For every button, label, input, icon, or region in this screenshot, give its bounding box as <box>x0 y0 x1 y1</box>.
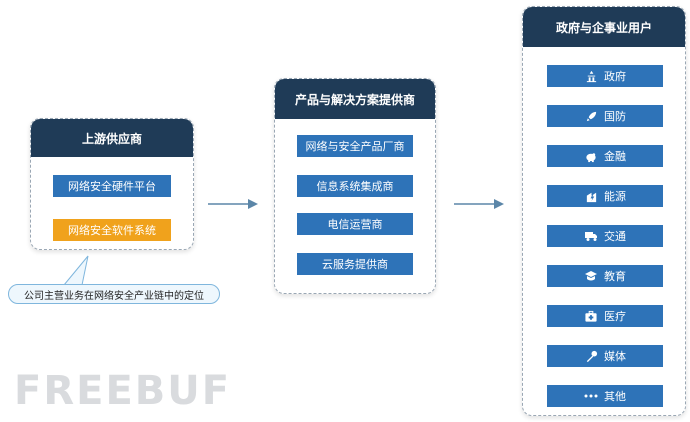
sector-label: 媒体 <box>604 351 626 363</box>
sector-healthcare: 医疗 <box>547 305 663 327</box>
government-icon <box>584 69 598 83</box>
sector-other: 其他 <box>547 385 663 407</box>
products-item-security-vendors: 网络与安全产品厂商 <box>297 135 413 157</box>
products-solutions-card: 产品与解决方案提供商 网络与安全产品厂商 信息系统集成商 电信运营商 云服务提供… <box>274 78 436 294</box>
sector-education: 教育 <box>547 265 663 287</box>
sector-label: 能源 <box>604 191 626 203</box>
freebuf-watermark: FREEBUF <box>14 368 232 414</box>
sector-label: 医疗 <box>604 311 626 323</box>
sector-label: 其他 <box>604 391 626 403</box>
piggy-bank-icon <box>584 149 598 163</box>
sector-label: 政府 <box>604 71 626 83</box>
flow-arrow-products-to-customers <box>454 199 504 209</box>
microphone-icon <box>584 349 598 363</box>
products-solutions-title: 产品与解决方案提供商 <box>275 79 435 119</box>
upstream-item-software-system: 网络安全软件系统 <box>53 219 171 241</box>
sector-label: 金融 <box>604 151 626 163</box>
callout-pointer <box>62 255 89 286</box>
truck-icon <box>584 229 598 243</box>
sector-label: 教育 <box>604 271 626 283</box>
callout-bubble: 公司主营业务在网络安全产业链中的定位 <box>8 284 220 304</box>
upstream-suppliers-title: 上游供应商 <box>31 119 193 157</box>
sector-label: 交通 <box>604 231 626 243</box>
sector-energy: 能源 <box>547 185 663 207</box>
products-item-cloud-providers: 云服务提供商 <box>297 253 413 275</box>
products-item-telecom-operators: 电信运营商 <box>297 213 413 235</box>
sector-finance: 金融 <box>547 145 663 167</box>
ellipsis-icon <box>584 389 598 403</box>
customers-title: 政府与企事业用户 <box>523 7 685 47</box>
products-item-system-integrators: 信息系统集成商 <box>297 175 413 197</box>
sector-defense: 国防 <box>547 105 663 127</box>
rocket-icon <box>584 109 598 123</box>
upstream-item-hardware-platform: 网络安全硬件平台 <box>53 175 171 197</box>
sector-label: 国防 <box>604 111 626 123</box>
energy-icon <box>584 189 598 203</box>
medical-kit-icon <box>584 309 598 323</box>
customers-card: 政府与企事业用户 政府 国防 金融 能源 交通 教育 <box>522 6 686 416</box>
sector-government: 政府 <box>547 65 663 87</box>
flow-arrow-upstream-to-products <box>208 199 258 209</box>
sector-transportation: 交通 <box>547 225 663 247</box>
sector-media: 媒体 <box>547 345 663 367</box>
graduation-cap-icon <box>584 269 598 283</box>
upstream-suppliers-card: 上游供应商 网络安全硬件平台 网络安全软件系统 <box>30 118 194 250</box>
